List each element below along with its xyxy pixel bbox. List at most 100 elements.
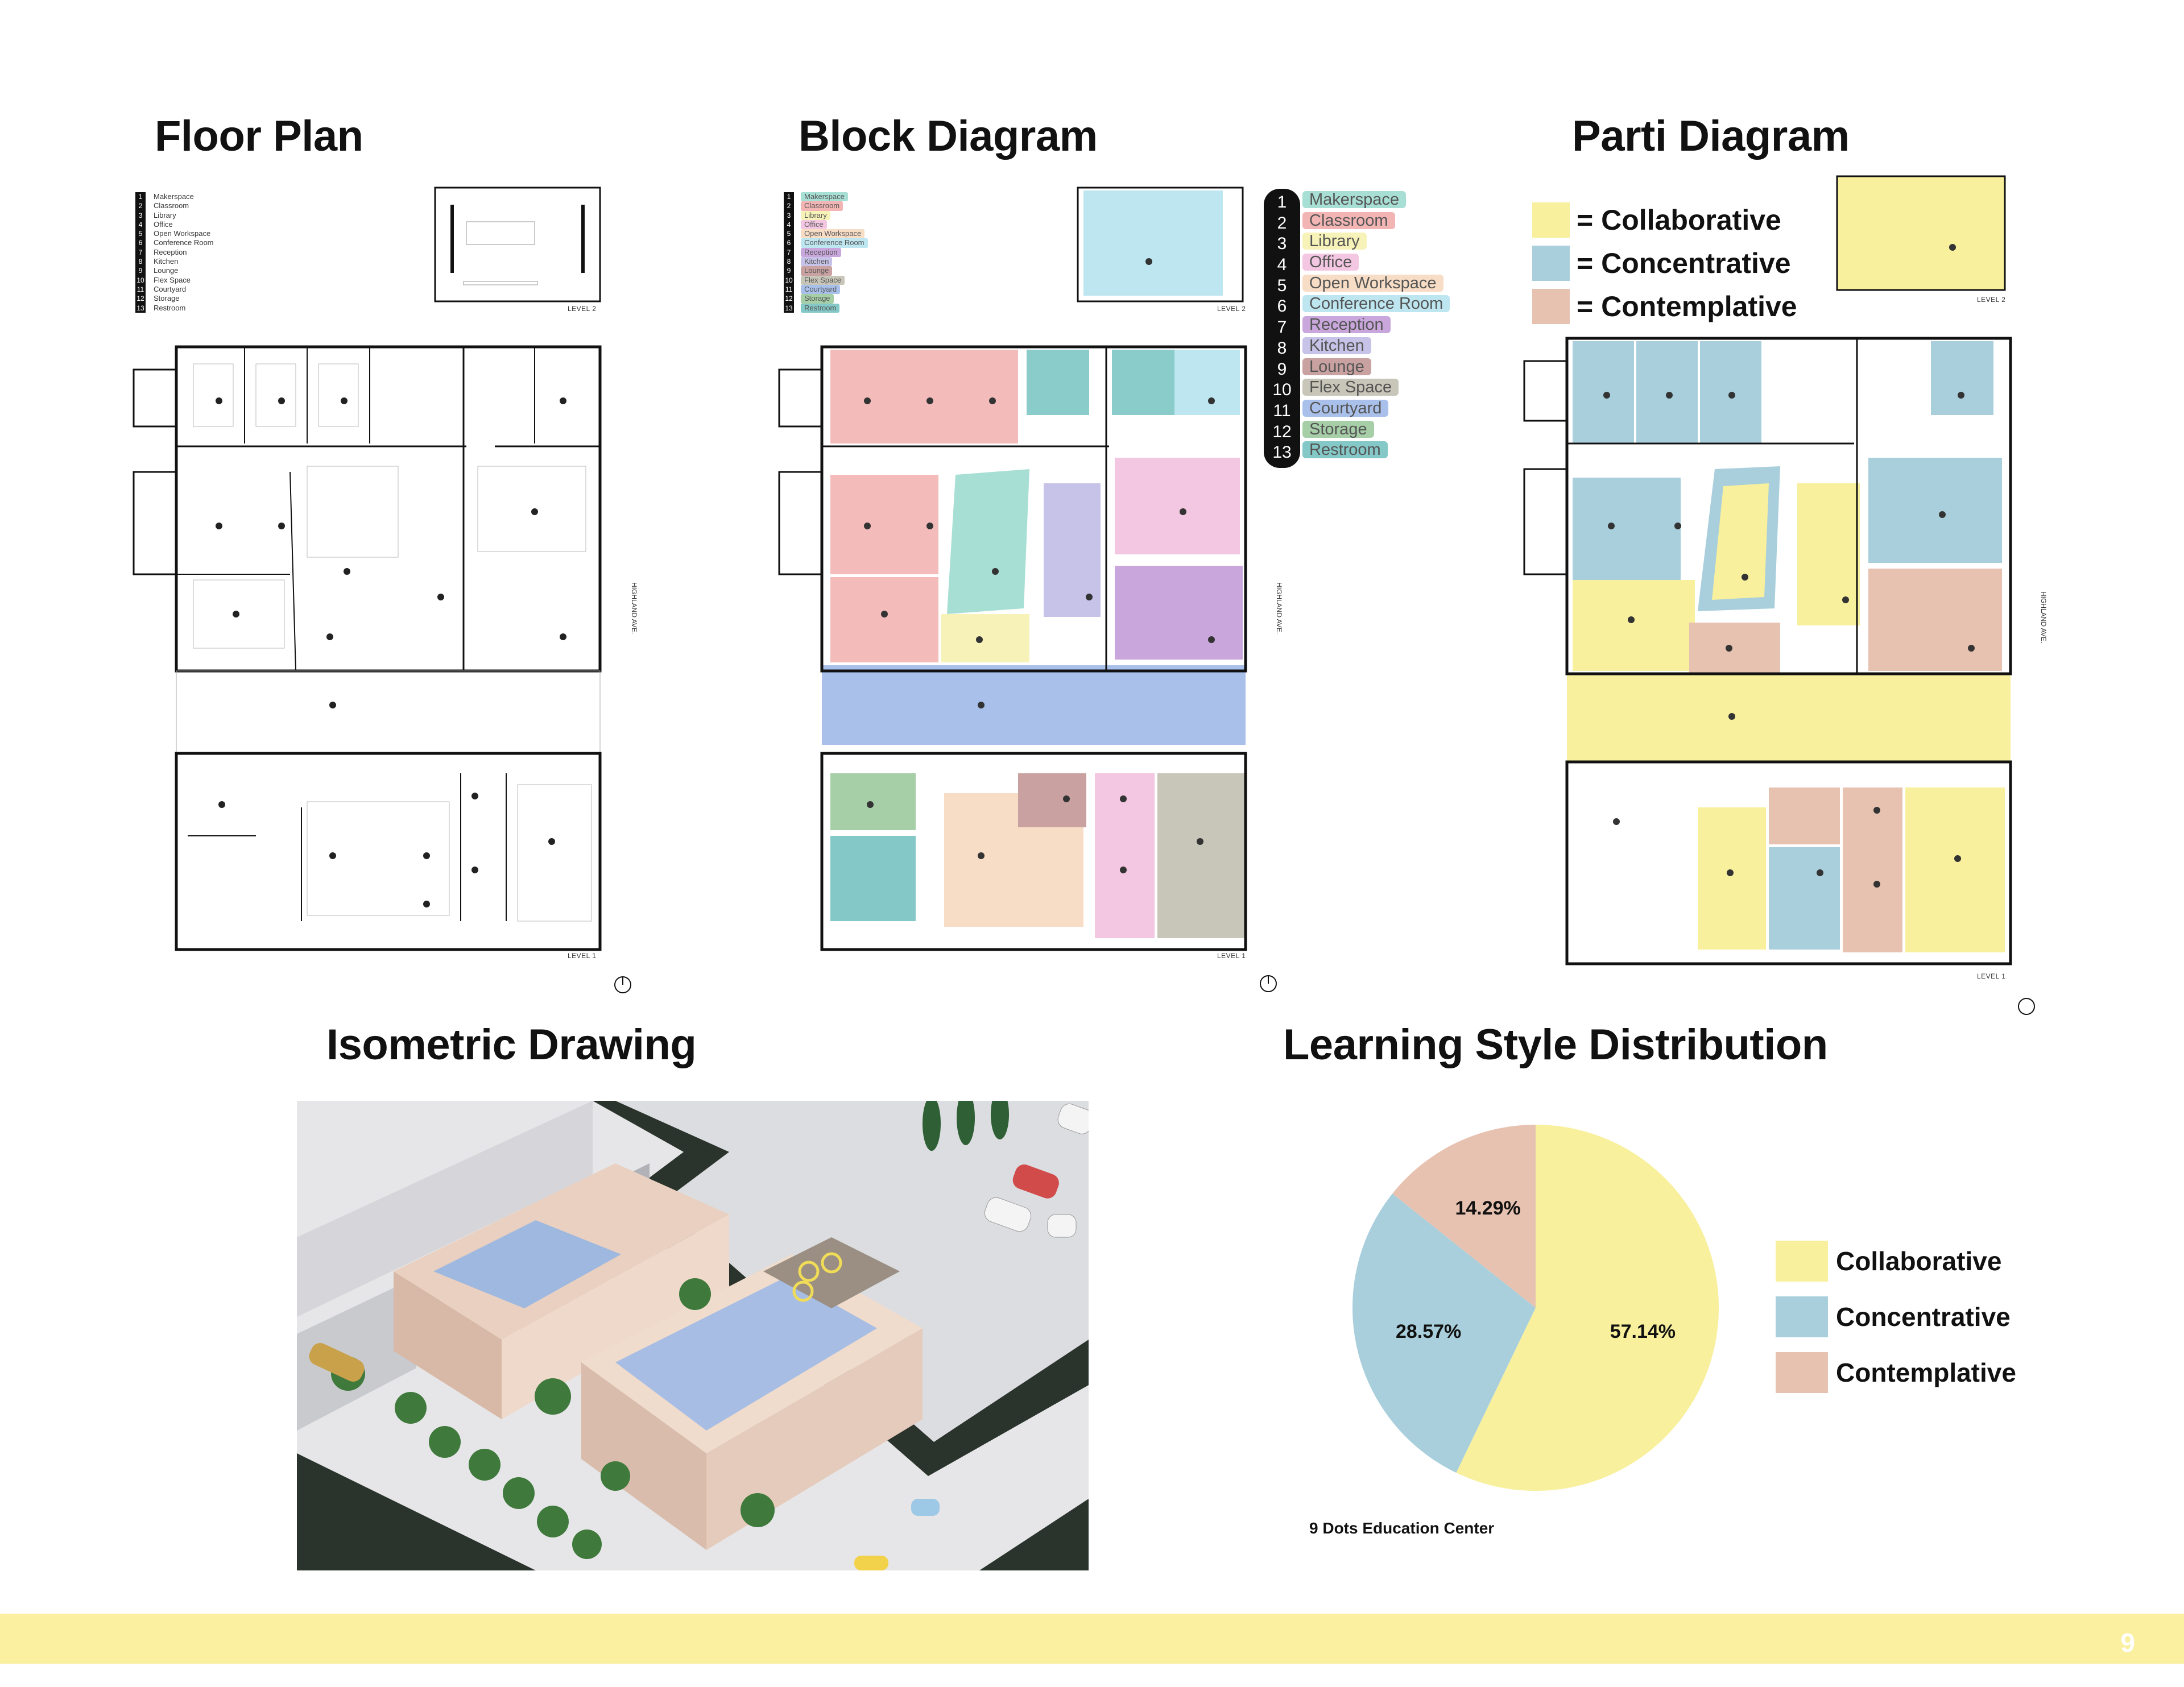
big-legend-number: 4 (1277, 255, 1287, 275)
parti-key-concentrative-label: = Concentrative (1577, 247, 1791, 279)
big-legend-label: Open Workspace (1302, 274, 1443, 292)
legend-label: Classroom (801, 201, 843, 211)
parti-level1-label: LEVEL 1 (1977, 972, 2006, 980)
legend-number: 12 (135, 294, 146, 304)
big-legend-number: 10 (1272, 380, 1292, 400)
legend-label: Lounge (801, 266, 833, 276)
legend-row: 8 Kitchen (135, 257, 214, 267)
big-legend-label: Flex Space (1302, 379, 1399, 396)
big-legend-number: 3 (1277, 234, 1287, 254)
floor-plan-drawing (133, 186, 631, 993)
pie-slice-concentrative (1352, 1193, 1536, 1473)
block-street-label: HIGHLAND AVE. (1275, 582, 1283, 635)
legend-label: Lounge (154, 266, 179, 275)
big-legend-label: Restroom (1302, 441, 1388, 459)
contemplative-swatch (1532, 289, 1570, 324)
parti-key-contemplative: = Contemplative (1532, 289, 1797, 324)
big-legend-number: 5 (1277, 276, 1287, 295)
legend-label: Makerspace (154, 192, 194, 201)
big-legend-label: Storage (1302, 420, 1374, 438)
floor-plan-level2-label: LEVEL 2 (568, 305, 597, 313)
legend-number: 5 (135, 229, 146, 239)
big-legend-number: 11 (1273, 401, 1291, 420)
big-legend-label: Kitchen (1302, 337, 1371, 354)
isometric-illustration (297, 1101, 1089, 1570)
legend-label: Courtyard (154, 284, 187, 293)
legend-number: 10 (784, 275, 794, 285)
legend-number: 8 (135, 257, 146, 267)
legend-number: 1 (784, 192, 794, 202)
legend-label: Library (801, 210, 830, 220)
legend-label: Office (801, 219, 827, 230)
legend-number: 1 (135, 192, 146, 202)
legend-row: 2 Classroom (135, 201, 214, 211)
legend-label: Office (154, 219, 173, 229)
legend-label: Reception (801, 247, 841, 258)
parti-key-concentrative: = Concentrative (1532, 246, 1791, 281)
legend-row: 9 Lounge (135, 266, 214, 276)
big-legend-number: 1 (1277, 193, 1287, 212)
big-legend-label: Lounge (1302, 358, 1371, 375)
legend-label: Kitchen (154, 257, 179, 266)
legend-number: 5 (784, 229, 794, 239)
legend-number: 11 (135, 284, 146, 295)
legend-number: 13 (784, 303, 794, 313)
big-legend-number: 6 (1277, 297, 1287, 316)
block-diagram-title: Block Diagram (799, 112, 1098, 160)
parti-key-collaborative: = Collaborative (1532, 202, 1781, 238)
big-legend-label: Reception (1302, 316, 1391, 334)
legend-row: 11 Courtyard (784, 284, 868, 295)
legend-label: Conference Room (154, 238, 214, 247)
parti-key-contemplative-label: = Contemplative (1577, 291, 1797, 322)
legend-label: Classroom (154, 201, 189, 210)
legend-number: 9 (135, 266, 146, 276)
block-level2-label: LEVEL 2 (1217, 305, 1246, 313)
pie-legend-contemplative: Contemplative (1776, 1352, 2016, 1393)
legend-number: 9 (784, 266, 794, 276)
pie-caption: 9 Dots Education Center (1309, 1519, 1495, 1537)
legend-label: Makerspace (801, 192, 848, 202)
big-legend-number: 8 (1277, 338, 1287, 358)
legend-label: Open Workspace (154, 229, 211, 238)
legend-number: 4 (784, 219, 794, 230)
legend-label: Open Workspace (801, 229, 865, 239)
big-legend-label: Office (1302, 254, 1359, 271)
big-legend-label: Makerspace (1302, 191, 1406, 208)
legend-number: 2 (135, 201, 146, 211)
floor-plan-level1-label: LEVEL 1 (568, 952, 597, 960)
parti-level2-label: LEVEL 2 (1977, 296, 2006, 304)
footer-bar (0, 1614, 2184, 1664)
pie-legend-collaborative-label: Collaborative (1836, 1246, 2002, 1276)
legend-row: 12 Storage (784, 294, 868, 304)
legend-label: Kitchen (801, 257, 833, 267)
legend-label: Storage (801, 294, 834, 304)
pie-slice-contemplative (1392, 1125, 1536, 1308)
big-legend-label: Library (1302, 233, 1367, 250)
block-level1-label: LEVEL 1 (1217, 952, 1246, 960)
pie-legend-contemplative-swatch (1776, 1352, 1828, 1393)
parti-diagram-drawing (1523, 175, 2035, 1015)
pie-legend-concentrative-swatch (1776, 1296, 1828, 1337)
legend-number: 11 (784, 284, 794, 295)
legend-label: Courtyard (801, 284, 841, 295)
legend-number: 13 (135, 303, 146, 313)
block-diagram-drawing (778, 186, 1277, 992)
legend-number: 12 (784, 294, 794, 304)
legend-label: Restroom (154, 303, 186, 312)
floor-plan-title: Floor Plan (155, 112, 363, 160)
legend-number: 10 (135, 275, 146, 285)
legend-number: 7 (135, 247, 146, 258)
legend-label: Library (154, 210, 176, 219)
